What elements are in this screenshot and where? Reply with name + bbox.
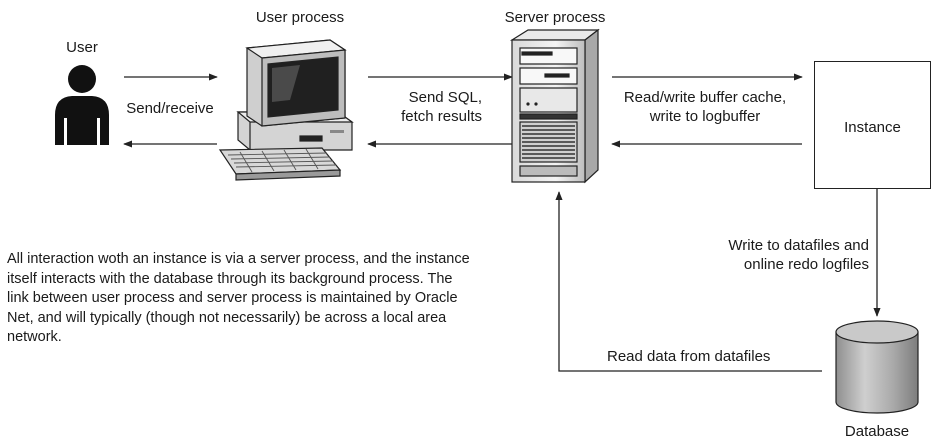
edge-label-buffer-cache: Read/write buffer cache, write to logbuf… — [600, 88, 810, 126]
caption-line: link between user process and server pro… — [7, 290, 458, 307]
user-process-label: User process — [255, 9, 345, 26]
edge-label-write-datafiles: Write to datafiles and online redo logfi… — [660, 236, 869, 274]
server-icon — [509, 28, 600, 184]
caption-paragraph: All interaction woth an instance is via … — [7, 250, 567, 348]
instance-box: Instance — [814, 61, 931, 189]
caption-line: All interaction woth an instance is via … — [7, 251, 470, 267]
user-icon — [55, 65, 109, 145]
edge-label-write-datafiles-line-2: online redo logfiles — [743, 256, 869, 273]
edge-label-buffer-cache-line-1: Read/write buffer cache, — [623, 89, 787, 106]
caption-line: network. — [7, 329, 62, 346]
server-process-label: Server process — [504, 9, 606, 26]
instance-label: Instance — [844, 119, 901, 136]
edge-label-send-sql-line-2: fetch results — [401, 108, 482, 125]
edge-label-write-datafiles-line-1: Write to datafiles and — [728, 237, 869, 254]
edge-label-send-receive: Send/receive — [126, 100, 214, 117]
database-icon — [835, 320, 919, 414]
arrow-database-to-server — [555, 191, 822, 372]
edge-label-send-sql-line-1: Send SQL, — [408, 89, 482, 106]
edge-label-send-sql: Send SQL, fetch results — [368, 88, 482, 126]
computer-icon — [218, 39, 354, 181]
caption-line: itself interacts with the database throu… — [7, 270, 453, 287]
edge-label-read-datafiles: Read data from datafiles — [607, 348, 771, 365]
database-label: Database — [844, 423, 910, 440]
caption-line: Net, and will typically (though not nece… — [7, 309, 447, 326]
user-label: User — [66, 39, 98, 56]
edge-label-buffer-cache-line-2: write to logbuffer — [649, 108, 761, 125]
